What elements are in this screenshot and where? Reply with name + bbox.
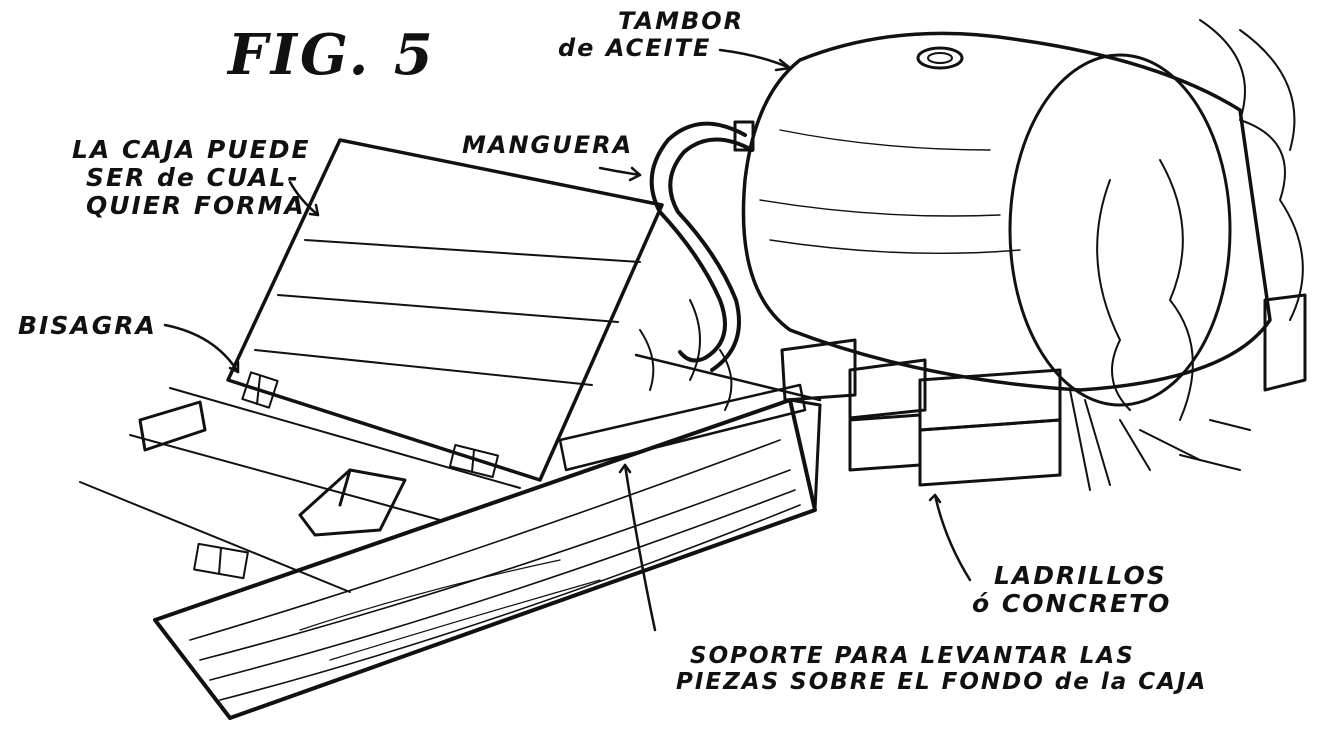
box-floor bbox=[79, 387, 521, 593]
label-manguera: MANGUERA bbox=[462, 131, 634, 159]
label-ladrillos: LADRILLOS ó CONCRETO bbox=[972, 561, 1171, 618]
hose bbox=[649, 120, 755, 372]
label-ladrillos-line1: LADRILLOS bbox=[994, 561, 1167, 590]
label-soporte: SOPORTE PARA LEVANTAR LAS PIEZAS SOBRE E… bbox=[676, 643, 1207, 696]
label-caja-line2: SER de CUAL- bbox=[86, 163, 300, 192]
label-caja-line3: QUIER FORMA bbox=[86, 191, 306, 220]
label-soporte-line2: PIEZAS SOBRE EL FONDO de la CAJA bbox=[676, 668, 1208, 695]
label-tambor-line1: TAMBOR bbox=[618, 7, 745, 35]
label-caja-line1: LA CAJA PUEDE bbox=[72, 135, 311, 164]
box-side bbox=[558, 353, 822, 472]
figure-title: FIG. 5 bbox=[228, 22, 436, 88]
label-bisagra: BISAGRA bbox=[18, 311, 157, 340]
label-tambor: TAMBOR de ACEITE bbox=[558, 8, 744, 62]
bricks bbox=[780, 293, 1307, 487]
label-ladrillos-line2: ó CONCRETO bbox=[972, 589, 1172, 618]
fire-smoke bbox=[639, 19, 1304, 491]
label-soporte-line1: SOPORTE PARA LEVANTAR LAS bbox=[690, 643, 1135, 669]
hinge-icons bbox=[193, 371, 500, 580]
label-tambor-line2: de ACEITE bbox=[558, 33, 712, 62]
oil-drum bbox=[741, 31, 1272, 407]
label-caja: LA CAJA PUEDE SER de CUAL- QUIER FORMA bbox=[72, 136, 311, 220]
wood-blocks bbox=[138, 400, 407, 537]
front-plank bbox=[153, 398, 822, 720]
callout-arrows bbox=[163, 48, 972, 632]
box-lid bbox=[226, 138, 664, 482]
